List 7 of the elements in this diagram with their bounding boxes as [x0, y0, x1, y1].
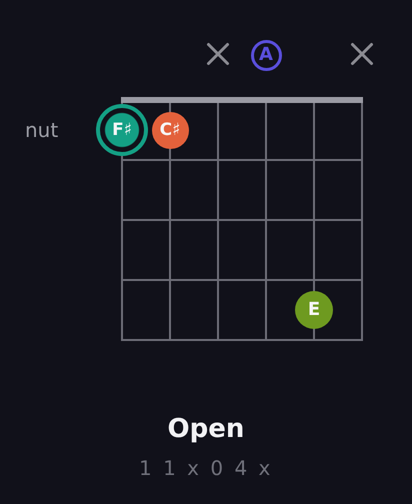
open-string-ring: A	[250, 40, 282, 70]
note-dot: C♯	[152, 112, 188, 148]
note-dot: E	[295, 291, 333, 329]
ringed-note-dot: F♯	[96, 104, 148, 156]
fingering-text: 1 1 x 0 4 x	[139, 458, 273, 478]
nut-label: nut	[25, 120, 58, 140]
chord-name: Open	[168, 416, 244, 442]
